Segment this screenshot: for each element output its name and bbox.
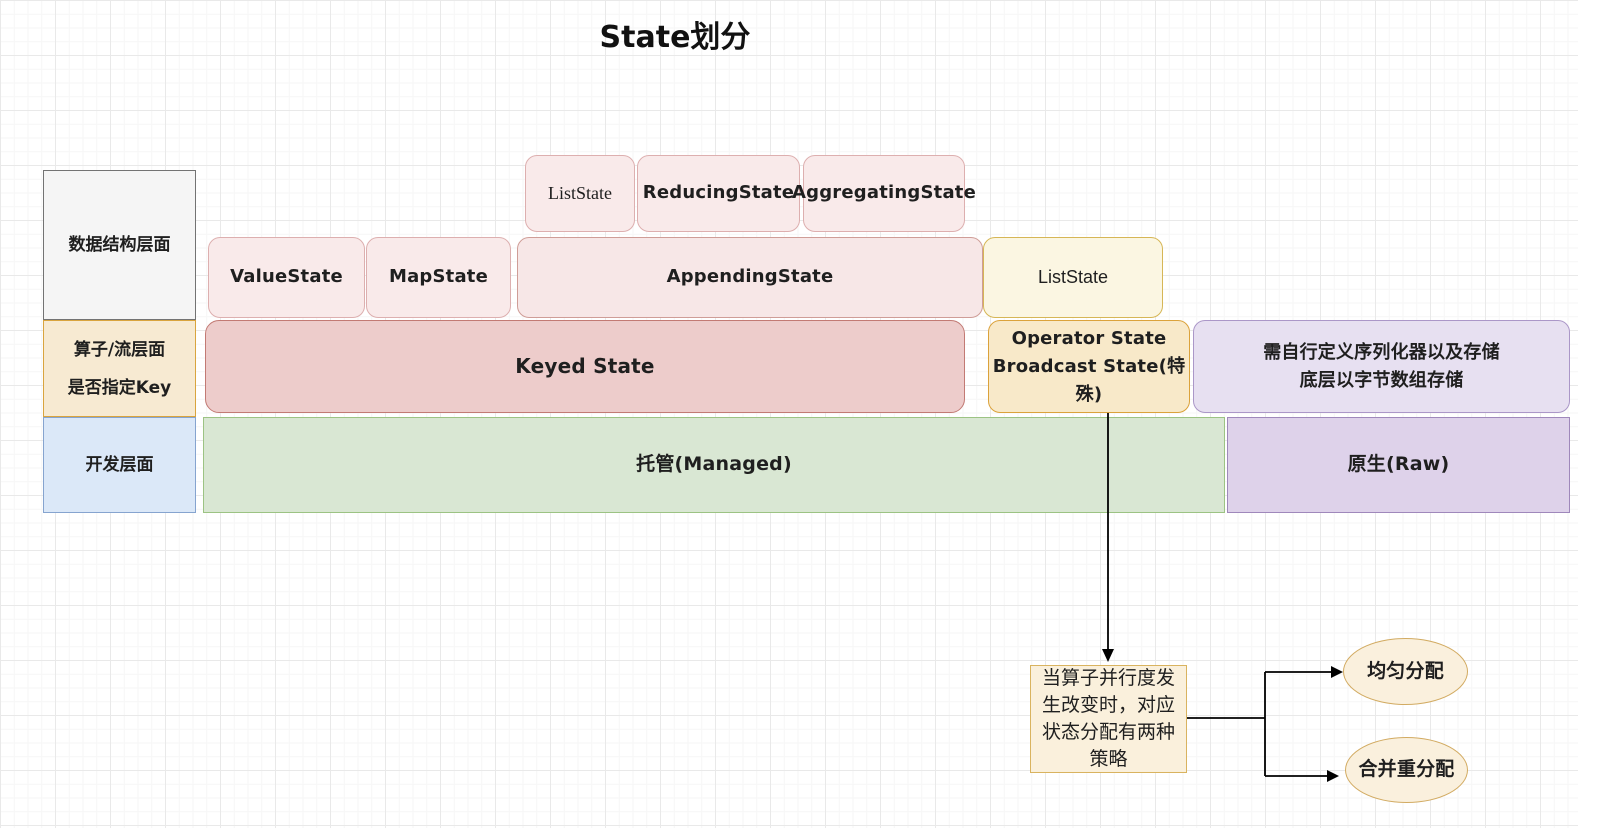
left-col-operator-stream-line2: 是否指定Key bbox=[67, 377, 172, 398]
note-line1: 当算子并行度发 bbox=[1041, 667, 1175, 689]
appending-state-label: AppendingState bbox=[666, 266, 834, 288]
raw-serialize-line2: 底层以字节数组存储 bbox=[1299, 369, 1464, 391]
left-col-data-structure-layer: 数据结构层面 bbox=[43, 170, 196, 320]
diagram-title: State划分 bbox=[599, 20, 751, 55]
bottom-page-margin bbox=[0, 828, 1608, 838]
map-state-label: MapState bbox=[388, 266, 489, 288]
shape-raw: 原生(Raw) bbox=[1227, 417, 1570, 513]
note-line2: 生改变时，对应 bbox=[1041, 694, 1175, 716]
right-page-margin bbox=[1578, 0, 1608, 838]
list-state-operator-label: ListState bbox=[1037, 267, 1109, 288]
aggregating-state-label: AggregatingState bbox=[791, 182, 977, 204]
note-line3: 状态分配有两种 bbox=[1041, 721, 1175, 743]
shape-appending-state: AppendingState bbox=[517, 237, 983, 318]
shape-list-state-top: ListState bbox=[525, 155, 635, 232]
shape-merge-redistribution: 合并重分配 bbox=[1345, 737, 1468, 803]
raw-serialize-line1: 需自行定义序列化器以及存储 bbox=[1263, 341, 1500, 363]
arrow-head-right-even-icon bbox=[1331, 666, 1343, 678]
even-distribution-label: 均匀分配 bbox=[1367, 659, 1444, 682]
left-col-operator-stream-line1: 算子/流层面 bbox=[73, 339, 166, 360]
merge-redistribution-label: 合并重分配 bbox=[1358, 758, 1455, 781]
left-col-dev-label: 开发层面 bbox=[85, 454, 154, 475]
reducing-state-label: ReducingState bbox=[642, 182, 795, 204]
operator-state-line2: Broadcast State(特殊) bbox=[992, 355, 1186, 405]
keyed-state-label: Keyed State bbox=[515, 354, 655, 378]
shape-keyed-state: Keyed State bbox=[205, 320, 965, 413]
shape-reducing-state: ReducingState bbox=[637, 155, 800, 232]
list-state-top-label: ListState bbox=[548, 183, 612, 204]
raw-label: 原生(Raw) bbox=[1347, 453, 1450, 476]
shape-aggregating-state: AggregatingState bbox=[792, 155, 976, 232]
left-col-data-structure-label: 数据结构层面 bbox=[68, 234, 171, 255]
operator-state-line1: Operator State bbox=[1011, 327, 1167, 349]
left-col-operator-stream-layer: 算子/流层面 是否指定Key bbox=[43, 320, 196, 417]
managed-label: 托管(Managed) bbox=[636, 453, 792, 476]
shape-map-state: MapState bbox=[366, 237, 511, 318]
shape-raw-serialize-note: 需自行定义序列化器以及存储 底层以字节数组存储 bbox=[1193, 320, 1570, 413]
arrow-head-right-merge-icon bbox=[1327, 770, 1339, 782]
note-line4: 策略 bbox=[1089, 748, 1128, 770]
shape-value-state: ValueState bbox=[208, 237, 365, 318]
shape-list-state-operator: ListState bbox=[983, 237, 1163, 318]
value-state-label: ValueState bbox=[230, 266, 343, 288]
shape-managed: 托管(Managed) bbox=[203, 417, 1225, 513]
shape-even-distribution: 均匀分配 bbox=[1343, 638, 1468, 705]
shape-redistribute-note: 当算子并行度发 生改变时，对应 状态分配有两种 策略 bbox=[1030, 665, 1187, 773]
left-col-dev-layer: 开发层面 bbox=[43, 417, 196, 513]
shape-operator-state: Operator State Broadcast State(特殊) bbox=[988, 320, 1190, 413]
arrow-head-down-icon bbox=[1102, 649, 1114, 662]
